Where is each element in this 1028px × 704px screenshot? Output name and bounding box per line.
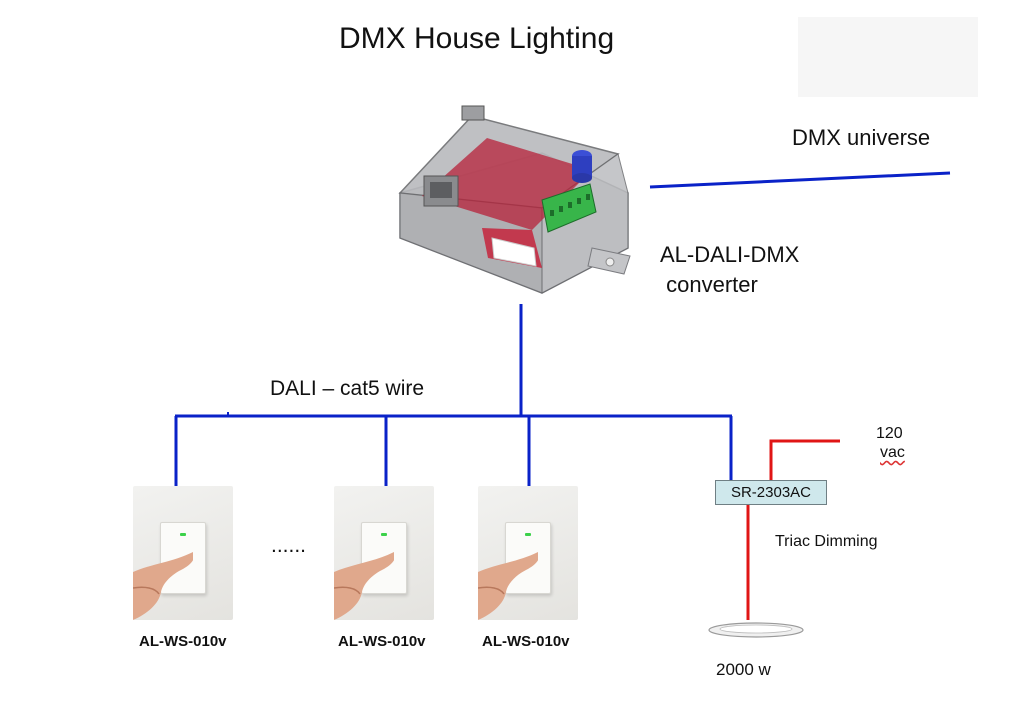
triac-label: Triac Dimming xyxy=(775,533,878,550)
recessed-light-icon xyxy=(708,622,804,638)
hand-icon xyxy=(334,552,394,620)
ellipsis-label: ...... xyxy=(271,534,307,557)
hand-icon xyxy=(133,552,193,620)
switch-2-label: AL-WS-010v xyxy=(338,633,426,650)
switch-1-label: AL-WS-010v xyxy=(139,633,227,650)
switch-3-label: AL-WS-010v xyxy=(482,633,570,650)
voltage-label-line2: vac xyxy=(880,444,905,461)
led-indicator-icon xyxy=(525,533,531,536)
watermark-box xyxy=(798,17,978,97)
dali-wire-label: DALI – cat5 wire xyxy=(270,377,425,400)
wattage-label: 2000 w xyxy=(716,660,771,679)
relay-label: SR-2303AC xyxy=(730,484,812,501)
dmx-universe-label: DMX universe xyxy=(792,125,931,150)
switch-rocker xyxy=(505,522,551,594)
switch-rocker xyxy=(361,522,407,594)
converter-device-icon xyxy=(398,105,631,294)
power-in-wire xyxy=(769,439,840,480)
wall-switch-3 xyxy=(478,486,578,620)
dmx-universe-wire xyxy=(649,171,951,189)
voltage-label-line1: 120 xyxy=(876,425,903,442)
wall-switch-1 xyxy=(133,486,233,620)
converter-label-line1: AL-DALI-DMX xyxy=(660,242,800,267)
hand-icon xyxy=(478,552,538,620)
diagram-title: DMX House Lighting xyxy=(339,22,615,55)
relay-module: SR-2303AC xyxy=(715,480,827,505)
led-indicator-icon xyxy=(180,533,186,536)
wall-switch-2 xyxy=(334,486,434,620)
led-indicator-icon xyxy=(381,533,387,536)
converter-label-line2: converter xyxy=(660,272,758,297)
